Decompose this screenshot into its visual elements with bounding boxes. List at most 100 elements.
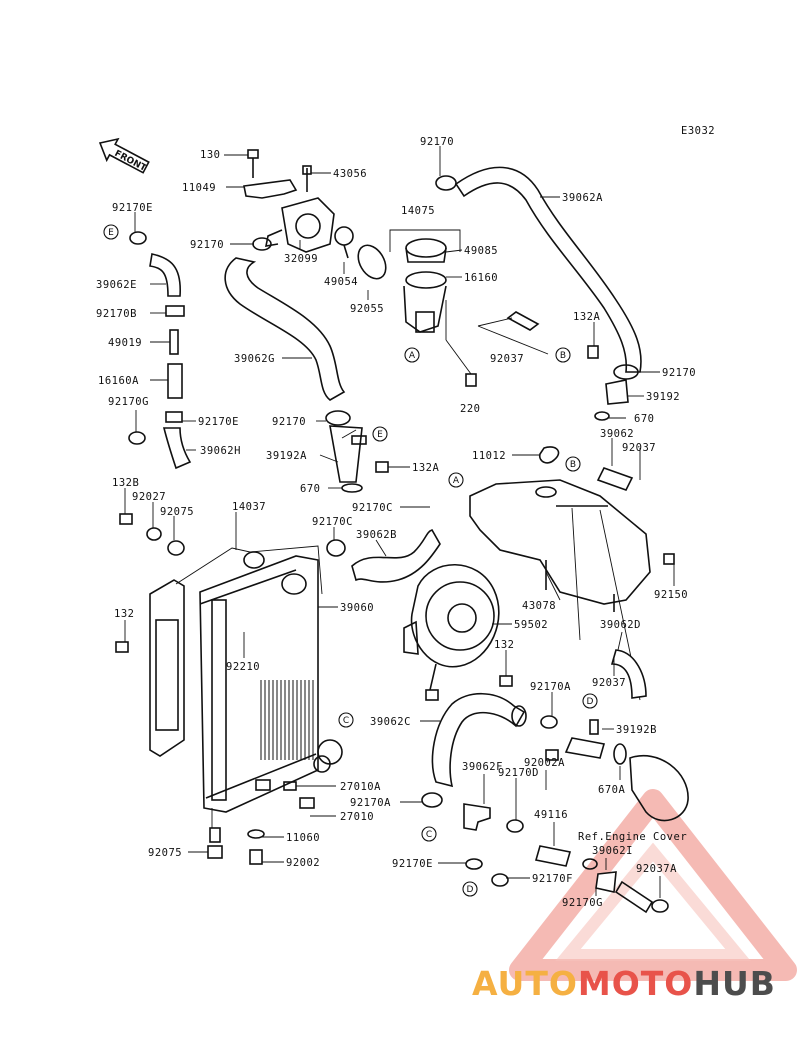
part-label-92027: 92027 bbox=[132, 491, 166, 503]
hose-39062A bbox=[435, 166, 642, 373]
part-label-14075: 14075 bbox=[401, 205, 435, 217]
part-label-39062H: 39062H bbox=[200, 445, 241, 457]
part-label-92170B: 92170B bbox=[96, 308, 137, 320]
svg-text:A: A bbox=[409, 351, 416, 361]
part-label-39192A: 39192A bbox=[266, 450, 307, 462]
callout-C-bottom: C bbox=[421, 826, 437, 842]
part-label-39062D: 39062D bbox=[600, 619, 641, 631]
part-label-92170E-c: 92170E bbox=[392, 858, 433, 870]
svg-text:D: D bbox=[587, 697, 594, 707]
callout-B-top: B bbox=[555, 347, 571, 363]
part-label-39062I: 39062I bbox=[592, 845, 633, 857]
part-label-14037: 14037 bbox=[232, 501, 266, 513]
svg-text:E: E bbox=[108, 228, 114, 238]
callout-E-left: E bbox=[103, 224, 119, 240]
part-label-92075-a: 92075 bbox=[160, 506, 194, 518]
part-label-92170F: 92170F bbox=[532, 873, 573, 885]
front-arrow-icon: FRONT bbox=[98, 137, 150, 174]
part-label-11060: 11060 bbox=[286, 832, 320, 844]
part-label-39062F: 39062F bbox=[462, 761, 503, 773]
automotohub-watermark: AUTOMOTOHUB bbox=[472, 789, 797, 1003]
part-label-39062A: 39062A bbox=[562, 192, 603, 204]
watermark-moto: MOTO bbox=[578, 964, 693, 1003]
part-label-39062: 39062 bbox=[600, 428, 634, 440]
thermostat-housing-group bbox=[243, 149, 387, 280]
callout-A-mid: A bbox=[448, 472, 464, 488]
hose-39062C bbox=[431, 693, 527, 788]
part-label-39062C: 39062C bbox=[370, 716, 411, 728]
diagram-code: E3032 bbox=[681, 125, 715, 137]
part-label-92210: 92210 bbox=[226, 661, 260, 673]
cooling-fan bbox=[403, 564, 513, 701]
part-label-92170-c: 92170 bbox=[662, 367, 696, 379]
watermark-hub: HUB bbox=[693, 964, 776, 1003]
part-label-39062E: 39062E bbox=[96, 279, 137, 291]
lower-fittings bbox=[421, 715, 689, 914]
reserve-tank bbox=[469, 446, 675, 701]
callout-D-bottom: D bbox=[462, 881, 478, 897]
part-label-11049: 11049 bbox=[182, 182, 216, 194]
part-label-92075-b: 92075 bbox=[148, 847, 182, 859]
part-label-92170A-a: 92170A bbox=[530, 681, 571, 693]
part-label-132A-a: 132A bbox=[573, 311, 600, 323]
part-labels: 130 11049 43056 92170 39062A 14075 49085… bbox=[96, 136, 696, 909]
part-label-43056: 43056 bbox=[333, 168, 367, 180]
part-label-39062G: 39062G bbox=[234, 353, 275, 365]
part-label-92170A-b: 92170A bbox=[350, 797, 391, 809]
part-label-92170E-b: 92170E bbox=[198, 416, 239, 428]
part-label-130: 130 bbox=[200, 149, 220, 161]
part-label-132-a: 132 bbox=[114, 608, 134, 620]
part-label-27010: 27010 bbox=[340, 811, 374, 823]
svg-text:AUTOMOTOHUB: AUTOMOTOHUB bbox=[472, 964, 776, 1003]
callout-A-top: A bbox=[404, 347, 420, 363]
part-label-27010A: 27010A bbox=[340, 781, 381, 793]
part-label-92037-c: 92037 bbox=[592, 677, 626, 689]
callout-C-radiator: C bbox=[338, 712, 354, 728]
part-label-92170E-a: 92170E bbox=[112, 202, 153, 214]
hose-39062G bbox=[224, 257, 346, 401]
hose-39062D bbox=[610, 649, 647, 699]
part-label-92002A: 92002A bbox=[524, 757, 565, 769]
part-label-132A-b: 132A bbox=[412, 462, 439, 474]
radiator-assembly bbox=[149, 545, 343, 843]
callout-D-right: D bbox=[582, 693, 598, 709]
part-label-670A: 670A bbox=[598, 784, 625, 796]
part-label-16160: 16160 bbox=[464, 272, 498, 284]
callout-E-mid: E bbox=[372, 426, 388, 442]
hose-39062B bbox=[326, 529, 441, 583]
part-label-32099: 32099 bbox=[284, 253, 318, 265]
part-label-11012: 11012 bbox=[472, 450, 506, 462]
part-label-49116: 49116 bbox=[534, 809, 568, 821]
filler-neck-group bbox=[389, 229, 540, 387]
part-label-92170-top: 92170 bbox=[420, 136, 454, 148]
part-label-39192B: 39192B bbox=[616, 724, 657, 736]
leader-lines bbox=[124, 146, 675, 898]
svg-text:A: A bbox=[453, 476, 460, 486]
part-label-92170D: 92170D bbox=[498, 767, 539, 779]
svg-text:D: D bbox=[467, 885, 474, 895]
part-label-92170C-a: 92170C bbox=[352, 502, 393, 514]
part-label-92170-d: 92170 bbox=[272, 416, 306, 428]
part-label-92037-a: 92037 bbox=[490, 353, 524, 365]
part-label-92170-b: 92170 bbox=[190, 239, 224, 251]
svg-text:B: B bbox=[560, 351, 566, 361]
part-label-43078: 43078 bbox=[522, 600, 556, 612]
ref-engine-cover-note: Ref.Engine Cover bbox=[578, 831, 687, 843]
part-label-92170C-b: 92170C bbox=[312, 516, 353, 528]
part-label-92170G-a: 92170G bbox=[108, 396, 149, 408]
part-label-39192-a: 39192 bbox=[646, 391, 680, 403]
svg-text:C: C bbox=[343, 716, 349, 726]
part-label-670-a: 670 bbox=[634, 413, 654, 425]
part-label-16160A: 16160A bbox=[98, 375, 139, 387]
part-label-92170G-b: 92170G bbox=[562, 897, 603, 909]
left-bypass-hoses bbox=[128, 231, 192, 470]
part-label-92002: 92002 bbox=[286, 857, 320, 869]
fitting-39192A-group bbox=[325, 410, 389, 493]
part-label-92055: 92055 bbox=[350, 303, 384, 315]
svg-text:C: C bbox=[426, 830, 432, 840]
part-label-132B: 132B bbox=[112, 477, 139, 489]
callout-B-mid: B bbox=[565, 456, 581, 472]
part-label-59502: 59502 bbox=[514, 619, 548, 631]
watermark-auto: AUTO bbox=[472, 964, 578, 1003]
